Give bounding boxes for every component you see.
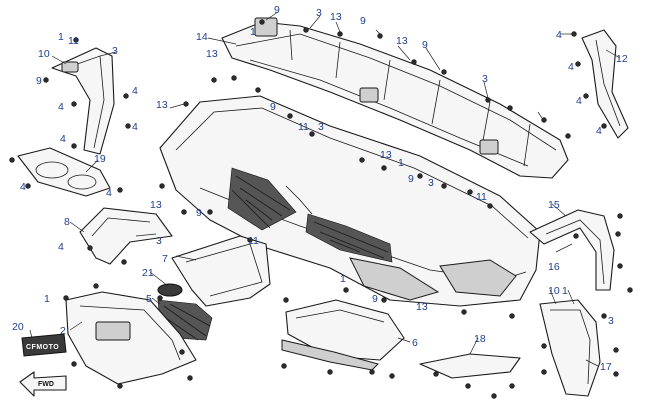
callout-label[interactable]: 11 xyxy=(248,235,259,247)
callout-label[interactable]: 9 xyxy=(270,101,276,113)
callout-label[interactable]: 21 xyxy=(142,267,154,279)
callout-label[interactable]: 1 xyxy=(562,285,568,297)
lower-shield xyxy=(419,353,521,379)
callout-label[interactable]: 3 xyxy=(318,121,324,133)
rear-support-frame xyxy=(221,17,569,179)
callout-label[interactable]: 3 xyxy=(608,315,614,327)
brand-badge: CFMOTO xyxy=(21,333,67,357)
brand-badge-text: CFMOTO xyxy=(26,344,59,351)
callout-label[interactable]: 1 xyxy=(398,157,404,169)
callout-label[interactable]: 3 xyxy=(482,73,488,85)
callout-label[interactable]: 13 xyxy=(380,149,392,161)
callout-label[interactable]: 13 xyxy=(206,48,218,60)
callout-label[interactable]: 12 xyxy=(616,53,628,65)
fwd-arrow: FWD xyxy=(19,371,67,397)
left-mount-bracket xyxy=(51,47,115,155)
callout-label[interactable]: 1 xyxy=(44,293,50,305)
lower-front-fascia xyxy=(65,291,197,385)
callout-label[interactable]: 7 xyxy=(162,253,168,265)
callout-label[interactable]: 13 xyxy=(396,35,408,47)
left-inner-support xyxy=(79,207,173,265)
callout-label[interactable]: 13 xyxy=(416,301,428,313)
callout-label[interactable]: 9 xyxy=(372,293,378,305)
callout-label[interactable]: 4 xyxy=(596,125,602,137)
callout-label[interactable]: 13 xyxy=(150,199,162,211)
left-lamp-cover xyxy=(17,147,111,197)
callout-label[interactable]: 3 xyxy=(316,7,322,19)
callout-label[interactable]: 3 xyxy=(428,177,434,189)
callout-label[interactable]: 9 xyxy=(360,15,366,27)
callout-label[interactable]: 20 xyxy=(12,321,24,333)
callout-label[interactable]: 8 xyxy=(64,216,70,228)
callout-label[interactable]: 4 xyxy=(58,101,64,113)
callout-label[interactable]: 10 xyxy=(548,285,560,297)
callout-label[interactable]: 14 xyxy=(196,31,208,43)
callout-label[interactable]: 15 xyxy=(548,199,560,211)
callout-label[interactable]: 17 xyxy=(600,361,612,373)
callout-label[interactable]: 4 xyxy=(106,187,112,199)
callout-label[interactable]: 13 xyxy=(330,11,342,23)
right-side-panel xyxy=(539,299,601,397)
callout-label[interactable]: 11 xyxy=(298,121,309,133)
callout-label[interactable]: 1 xyxy=(58,31,64,43)
callout-label[interactable]: 9 xyxy=(36,75,42,87)
callout-label[interactable]: 1 xyxy=(250,26,256,38)
right-fender-flare xyxy=(529,209,615,291)
headlight-lens xyxy=(281,299,405,371)
skid-plate xyxy=(171,235,271,307)
callout-label[interactable]: 2 xyxy=(60,325,66,337)
front-bumper-body xyxy=(159,95,541,307)
callout-label[interactable]: 9 xyxy=(196,207,202,219)
right-front-bar xyxy=(581,29,629,139)
callout-label[interactable]: 4 xyxy=(20,181,26,193)
emblem xyxy=(157,283,183,297)
callout-label[interactable]: 4 xyxy=(58,241,64,253)
callout-label[interactable]: 11 xyxy=(476,191,487,203)
callout-label[interactable]: 1 xyxy=(340,273,346,285)
callout-label[interactable]: 4 xyxy=(568,61,574,73)
callout-label[interactable]: 9 xyxy=(274,4,280,16)
callout-label[interactable]: 9 xyxy=(408,173,414,185)
callout-label[interactable]: 4 xyxy=(60,133,66,145)
fwd-label: FWD xyxy=(38,381,54,388)
fasteners xyxy=(9,19,633,399)
callout-label[interactable]: 18 xyxy=(474,333,486,345)
callout-label[interactable]: 16 xyxy=(548,261,560,273)
callout-label[interactable]: 4 xyxy=(576,95,582,107)
callout-label[interactable]: 13 xyxy=(156,99,168,111)
leader-lines xyxy=(29,11,621,367)
callout-label[interactable]: 9 xyxy=(422,39,428,51)
callout-label[interactable]: 5 xyxy=(146,293,152,305)
callout-label[interactable]: 4 xyxy=(132,85,138,97)
callout-label[interactable]: 4 xyxy=(132,121,138,133)
callout-label[interactable]: 19 xyxy=(94,153,106,165)
callout-labels: 9 3 13 9 13 9 3 1 13 14 1 11 10 3 9 4 4 … xyxy=(12,4,628,373)
callout-label[interactable]: 3 xyxy=(156,235,162,247)
callout-label[interactable]: 4 xyxy=(556,29,562,41)
callout-label[interactable]: 11 xyxy=(68,35,79,47)
callout-label[interactable]: 10 xyxy=(38,48,50,60)
callout-label[interactable]: 6 xyxy=(412,337,418,349)
callout-label[interactable]: 3 xyxy=(112,45,118,57)
